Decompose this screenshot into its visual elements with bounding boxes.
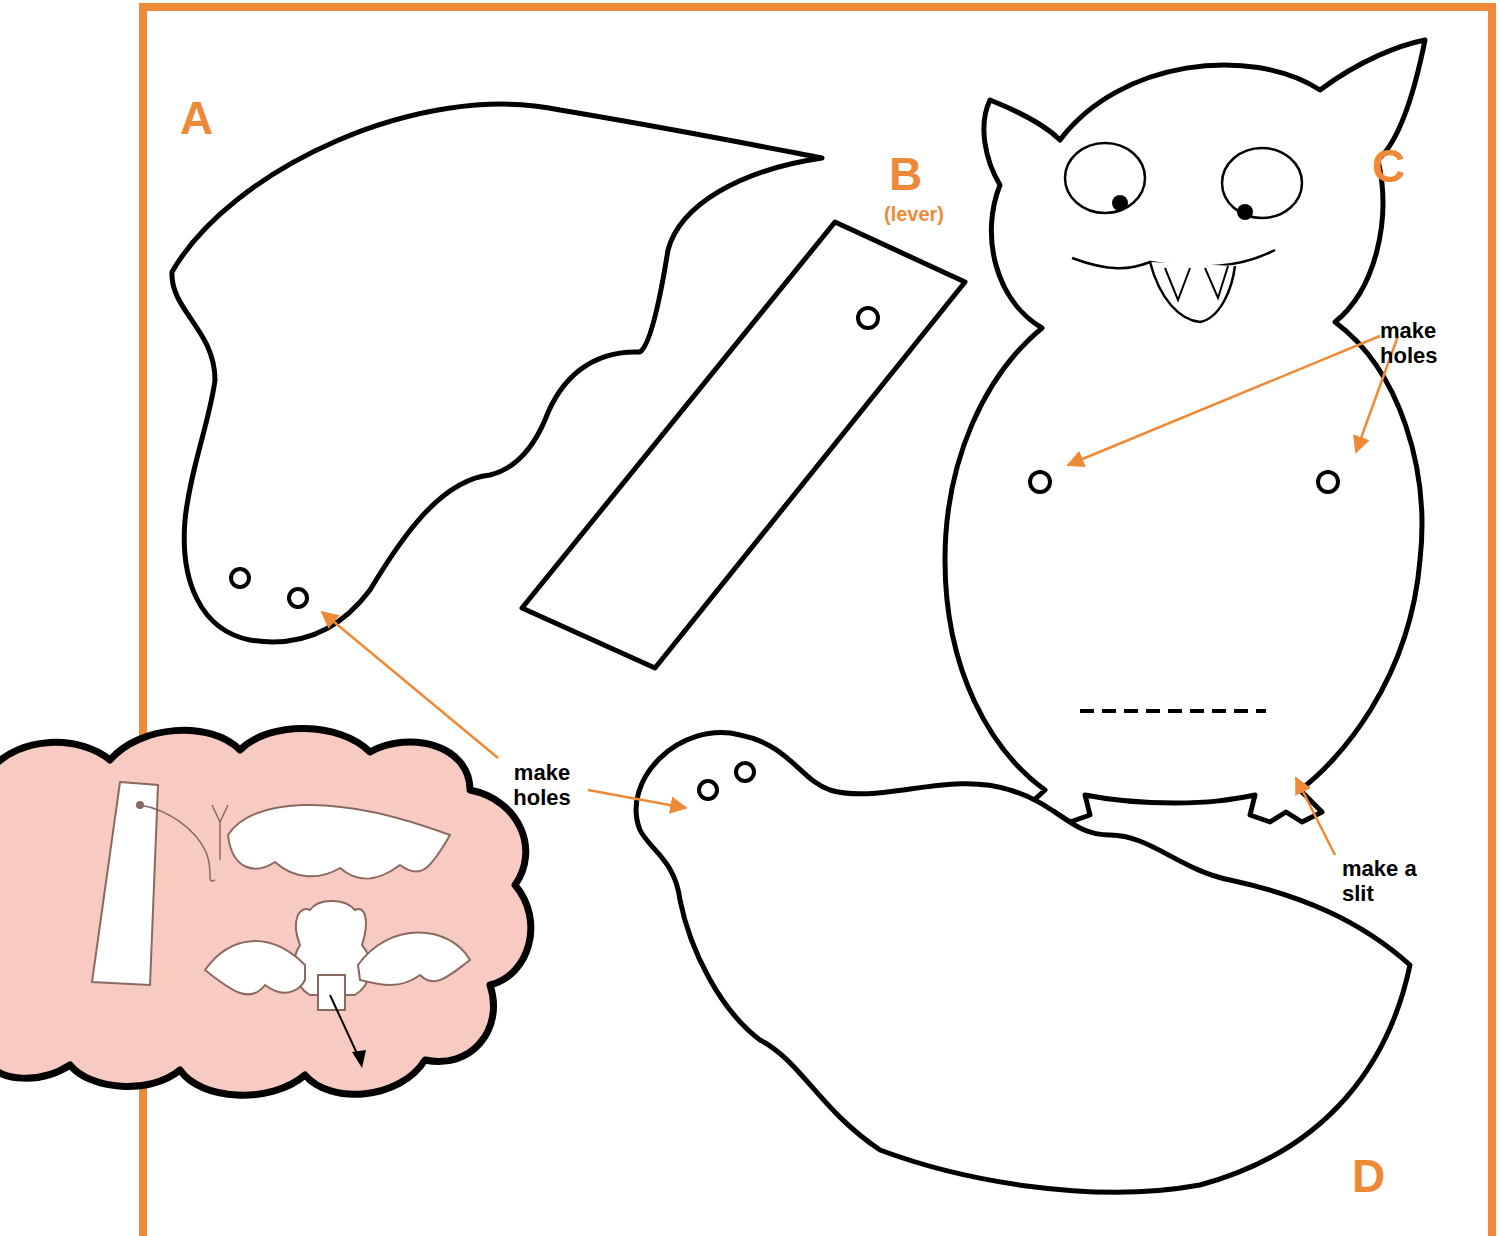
part-letter: C [1372, 140, 1432, 193]
bat-body-c [945, 40, 1425, 822]
instruction-note: make a slit [1342, 856, 1452, 907]
wing-d [636, 733, 1410, 1193]
part-letter: A [180, 92, 240, 145]
instruction-note: make holes [1380, 318, 1452, 369]
part-letter: B [889, 148, 949, 201]
part-note: (lever) [884, 203, 984, 226]
lever-b [522, 222, 965, 668]
leader-lines [322, 336, 1398, 855]
part-letter: D [1352, 1150, 1412, 1203]
instruction-note: make holes [502, 760, 582, 811]
assembly-cloud [0, 728, 531, 1095]
